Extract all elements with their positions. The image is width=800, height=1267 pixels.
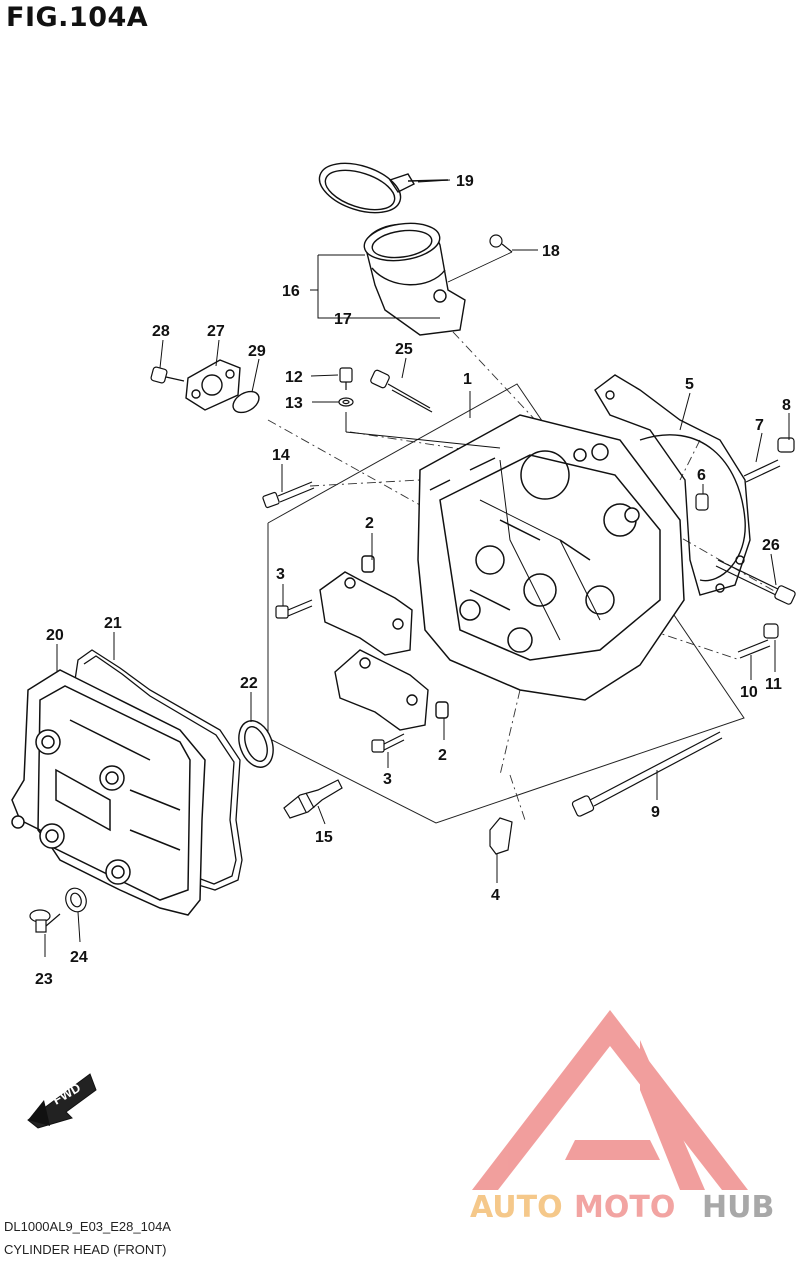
dowel-4-part xyxy=(489,817,513,855)
bolt-23-part xyxy=(29,909,61,933)
leader-lines xyxy=(44,179,790,957)
callout-8: 8 xyxy=(782,397,791,414)
gasket-part xyxy=(594,374,751,596)
callout-25: 25 xyxy=(395,341,413,358)
callout-26: 26 xyxy=(762,537,780,554)
callout-5: 5 xyxy=(685,376,694,393)
automotohub-logo: AUTO MOTO HUB xyxy=(470,1010,774,1225)
callout-12: 12 xyxy=(285,369,303,386)
brand-hub: HUB xyxy=(702,1190,774,1225)
fwd-arrow-icon: FWD xyxy=(27,1073,97,1129)
screw-18-part xyxy=(447,234,513,283)
callout-18: 18 xyxy=(542,243,560,260)
callout-24: 24 xyxy=(70,949,88,966)
seal-22-part xyxy=(238,720,274,768)
journal-holder-lower-part xyxy=(334,649,449,731)
callout-1: 1 xyxy=(463,371,472,388)
callout-20: 20 xyxy=(46,627,64,644)
figure-title: FIG.104A xyxy=(6,2,149,33)
callout-17: 17 xyxy=(334,311,352,328)
clamp-part xyxy=(318,162,449,214)
callout-27: 27 xyxy=(207,323,225,340)
bolt-9-part xyxy=(571,731,723,817)
oring-29-part xyxy=(232,390,260,414)
callout-28: 28 xyxy=(152,323,170,340)
assembly-outline xyxy=(267,383,745,824)
callout-4: 4 xyxy=(491,887,500,904)
callout-2-upper: 2 xyxy=(365,515,374,532)
callout-16: 16 xyxy=(282,283,300,300)
head-cover-part xyxy=(11,669,206,916)
bolt-28-part xyxy=(150,366,185,384)
brand-auto: AUTO xyxy=(470,1190,563,1225)
logo-triangle-icon xyxy=(472,1010,748,1190)
spark-plug-part xyxy=(283,779,343,819)
journal-holder-upper-part xyxy=(319,555,413,656)
callout-7: 7 xyxy=(755,417,764,434)
bolt-12-part xyxy=(338,367,354,407)
callout-labels: 1 2 3 2 3 4 5 6 7 8 9 10 11 12 13 14 15 … xyxy=(35,173,791,988)
callout-2-lower: 2 xyxy=(438,747,447,764)
callout-3-upper: 3 xyxy=(276,566,285,583)
cylinder-head-part xyxy=(417,414,685,701)
callout-23: 23 xyxy=(35,971,53,988)
diagram-caption: CYLINDER HEAD (FRONT) xyxy=(4,1242,167,1257)
cover-27-part xyxy=(185,359,241,411)
callout-11: 11 xyxy=(765,676,782,693)
callout-3-lower: 3 xyxy=(383,771,392,788)
callout-29: 29 xyxy=(248,343,266,360)
stud-10-part xyxy=(737,623,779,659)
callout-10: 10 xyxy=(740,684,758,701)
stud-7-part xyxy=(743,437,795,483)
bolt-25-part xyxy=(370,369,433,413)
callout-9: 9 xyxy=(651,804,660,821)
bolt-26-part xyxy=(715,559,796,605)
callout-6: 6 xyxy=(697,467,706,484)
bolt-3-lower-part xyxy=(371,733,405,753)
callout-19: 19 xyxy=(456,173,474,190)
callout-13: 13 xyxy=(285,395,303,412)
callout-15: 15 xyxy=(315,829,333,846)
intake-pipe-part xyxy=(363,222,466,336)
callout-22: 22 xyxy=(240,675,258,692)
callout-14: 14 xyxy=(272,447,290,464)
diagram-code: DL1000AL9_E03_E28_104A xyxy=(4,1219,171,1234)
brand-moto: MOTO xyxy=(574,1190,675,1225)
callout-21: 21 xyxy=(104,615,122,632)
grommet-24-part xyxy=(65,887,87,913)
bolt-3-upper-part xyxy=(275,599,313,619)
dowel-6-part xyxy=(695,493,709,511)
bolt-14-part xyxy=(262,481,315,509)
